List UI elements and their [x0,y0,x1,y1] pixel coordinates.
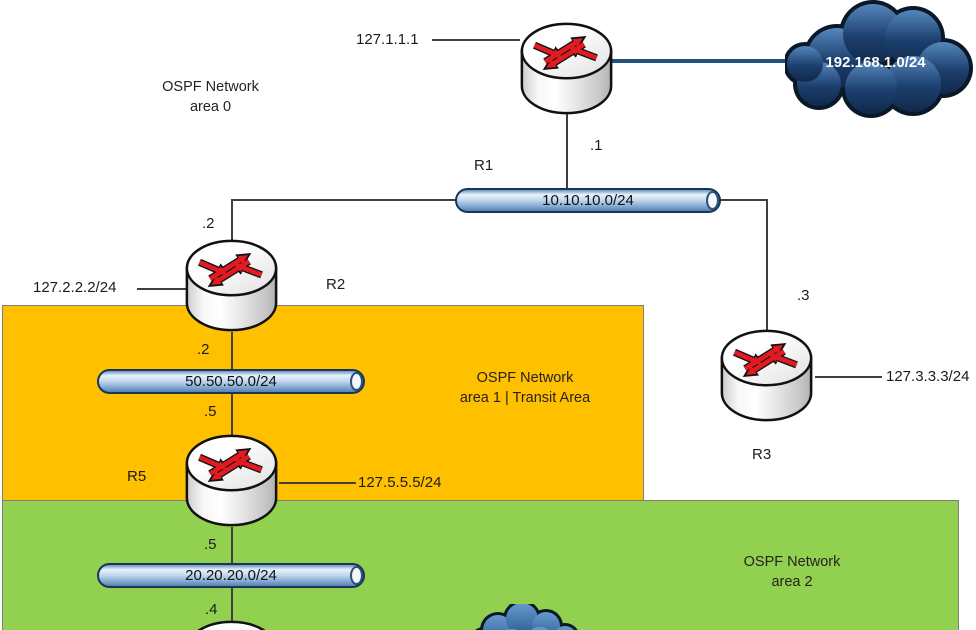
segment-10-10-10-0-label: 10.10.10.0/24 [542,192,634,209]
router-r1-icon [518,20,615,119]
r2-name-label: R2 [326,276,346,293]
pipe-opening [350,566,363,585]
link-r1-cloud [608,59,800,63]
router-r2-icon [183,237,280,336]
r5-interface-down-label: .5 [204,536,217,553]
link-pipe1-r3 [766,199,768,332]
segment-20-20-20-0: 20.20.20.0/24 [97,563,365,588]
segment-10-10-10-0: 10.10.10.0/24 [455,188,721,213]
link-r1-pipe1 [566,112,568,190]
area1-caption-line1: OSPF Network [476,370,574,386]
r2-interface-up-label: .2 [202,215,215,232]
segment-20-20-20-0-label: 20.20.20.0/24 [185,567,277,584]
link-r2-pipe2 [231,332,233,372]
link-r5-loopback-line [279,482,356,484]
pipe-opening [706,191,719,210]
link-r5-pipe3 [231,527,233,567]
link-pipe3-r4 [231,586,233,622]
link-r3-loopback-line [815,376,882,378]
r1-interface-label: .1 [590,137,603,154]
router-r5-icon [183,432,280,531]
area2-caption: OSPF Network area 2 [712,553,872,592]
external-network-cloud-icon [785,0,973,118]
area1-transit-rect [2,305,644,502]
external-network-label: 192.168.1.0/24 [825,54,926,71]
router-r3-icon [718,327,815,426]
r3-interface-label: .3 [797,287,810,304]
link-pipe1-r2 [231,199,233,243]
link-pipe1-left [231,199,457,201]
r5-name-label: R5 [127,468,147,485]
area0-caption-line1: OSPF Network [162,79,259,95]
area1-caption-line2: area 1 | Transit Area [459,389,591,406]
area2-caption-line2: area 2 [771,573,813,590]
r1-name-label: R1 [474,157,494,174]
segment-50-50-50-0: 50.50.50.0/24 [97,369,365,394]
bottom-cloud-icon [475,604,578,630]
r2-interface-down-label: .2 [197,341,210,358]
link-r1-loopback-line [432,39,520,41]
r1-loopback-label: 127.1.1.1 [356,31,419,48]
r3-name-label: R3 [752,446,772,463]
pipe-opening [350,372,363,391]
area0-caption: OSPF Network area 0 [133,78,288,117]
r5-loopback-label: 127.5.5.5/24 [358,474,442,491]
router-r4-icon [183,618,280,630]
r2-loopback-label: 127.2.2.2/24 [33,279,117,296]
area0-caption-line2: area 0 [189,98,232,115]
r4-interface-label: .4 [205,601,218,618]
area1-caption: OSPF Network area 1 | Transit Area [435,369,615,408]
segment-50-50-50-0-label: 50.50.50.0/24 [185,373,277,390]
r3-loopback-label: 127.3.3.3/24 [886,368,970,385]
link-r2-loopback-line [137,288,187,290]
link-pipe1-right [718,199,768,201]
link-pipe2-r5 [231,392,233,438]
r5-interface-up-label: .5 [204,403,217,420]
area2-caption-line1: OSPF Network [743,554,841,570]
